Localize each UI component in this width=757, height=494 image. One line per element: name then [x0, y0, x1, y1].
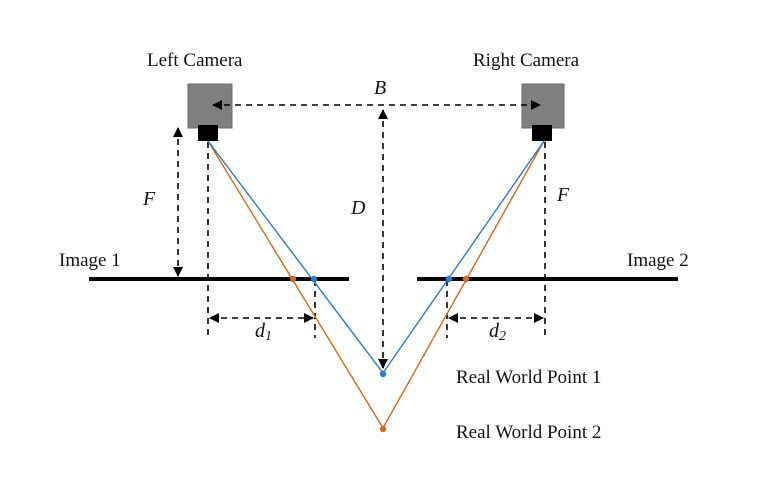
right-camera-label: Right Camera	[473, 50, 580, 71]
ray-left-point-1	[207, 140, 384, 374]
baseline-label: B	[374, 77, 386, 99]
rays-point-2	[207, 140, 545, 429]
disparity-1-label: d1	[255, 320, 272, 344]
image-1-projection-point-1	[310, 275, 318, 283]
left-camera	[187, 83, 233, 141]
disparity-2-symbol: d	[489, 320, 500, 342]
disparity-2-subscript: 2	[499, 329, 506, 344]
ray-left-point-2	[207, 140, 384, 429]
ray-right-point-1	[382, 140, 545, 374]
disparity-1-subscript: 1	[265, 329, 272, 344]
right-camera-lens	[532, 125, 552, 141]
real-world-point-2-marker	[379, 425, 387, 433]
right-camera	[521, 83, 565, 141]
rays-point-1	[207, 140, 545, 374]
focal-length-left-label: F	[142, 188, 156, 210]
left-camera-body	[187, 83, 233, 129]
image-2-projection-point-2	[462, 275, 470, 283]
image-2-label: Image 2	[627, 250, 689, 271]
image-2-projection-point-1	[445, 275, 453, 283]
right-camera-body	[521, 83, 565, 129]
focal-length-right-label: F	[556, 184, 570, 206]
image-1-label: Image 1	[59, 250, 121, 271]
real-world-point-1-marker	[379, 370, 387, 378]
disparity-1-symbol: d	[255, 320, 266, 342]
ray-right-point-2	[382, 140, 545, 429]
image-1-projection-point-2	[289, 275, 297, 283]
real-world-point-1-label: Real World Point 1	[456, 367, 601, 388]
depth-label: D	[350, 197, 366, 219]
disparity-2-label: d2	[489, 320, 506, 344]
left-camera-lens	[198, 125, 218, 141]
real-world-point-2-label: Real World Point 2	[456, 422, 601, 443]
left-camera-label: Left Camera	[147, 50, 243, 71]
